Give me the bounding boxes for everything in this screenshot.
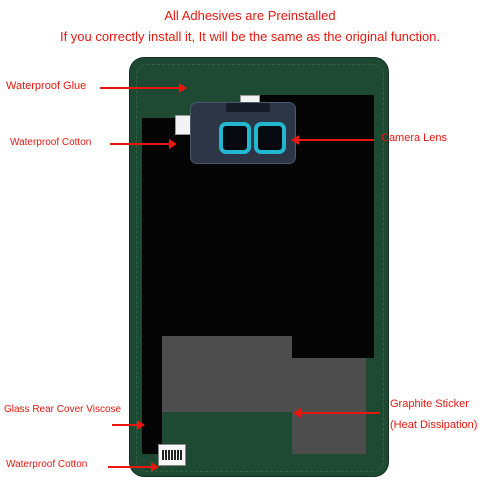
label-heat-dissipation: (Heat Dissipation) (390, 419, 478, 431)
headline-subtitle: If you correctly install it, It will be … (59, 29, 441, 44)
label-waterproof-glue: Waterproof Glue (6, 80, 87, 92)
arrow-camera-lens (291, 135, 374, 145)
camera-top-marking (226, 103, 270, 112)
arrow-waterproof-glue (100, 83, 187, 93)
headline-title: All Adhesives are Preinstalled (164, 8, 336, 23)
camera-lens-left (219, 122, 251, 154)
label-waterproof-cotton-top: Waterproof Cotton (10, 137, 92, 148)
waterproof-glue-strip (136, 64, 384, 472)
arrow-graphite-sticker (293, 408, 380, 418)
camera-lens-right (254, 122, 286, 154)
label-glass-rear-cover-viscose: Glass Rear Cover Viscose (4, 404, 122, 415)
rear-cover-bottom-panel (142, 358, 162, 454)
arrow-waterproof-cotton-bottom (108, 462, 159, 472)
graphite-sticker-upper (162, 336, 292, 412)
label-waterproof-cotton-bottom: Waterproof Cotton (6, 459, 88, 470)
arrow-waterproof-cotton-top (110, 139, 177, 149)
label-graphite-sticker: Graphite Sticker (390, 398, 469, 410)
label-camera-lens: Camera Lens (381, 132, 448, 144)
arrow-glass-rear-cover-viscose (112, 420, 145, 430)
barcode-sticker (158, 444, 186, 466)
graphite-sticker-lower (292, 358, 366, 454)
